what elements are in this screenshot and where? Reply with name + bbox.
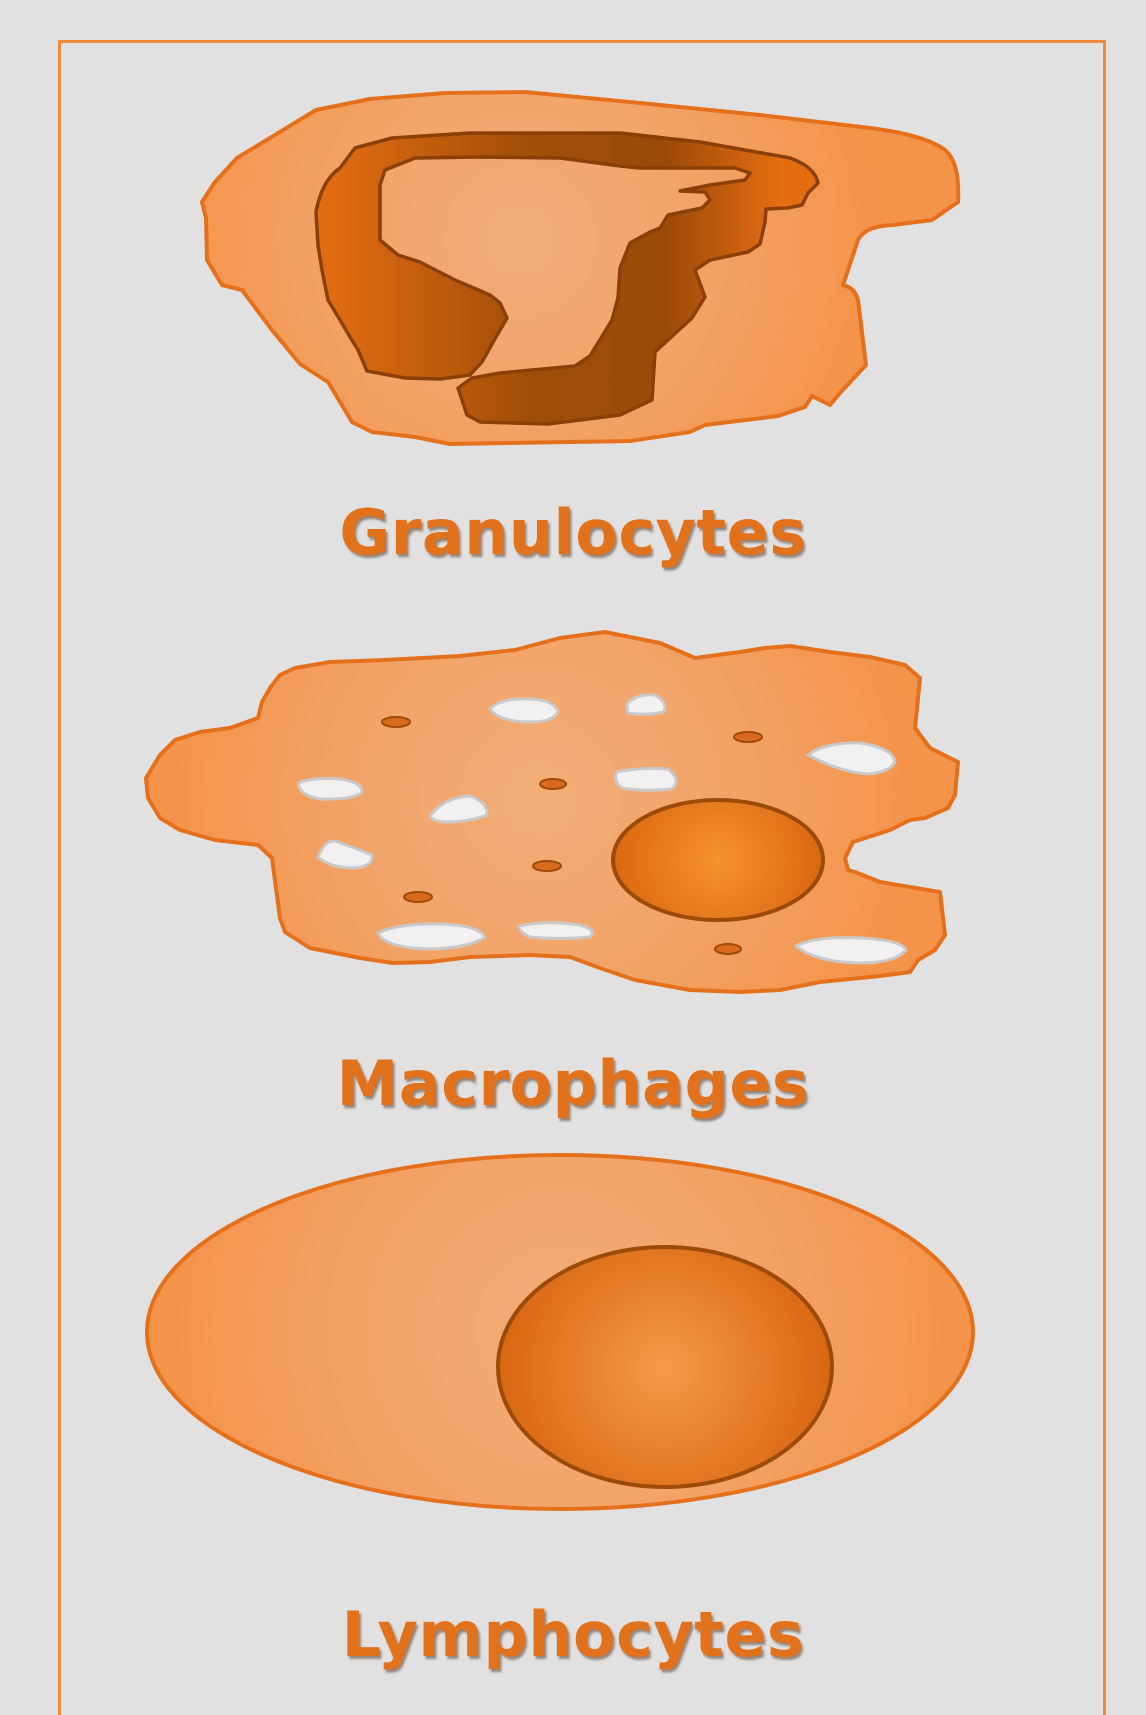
macrophage-nucleus (613, 800, 823, 920)
vacuole (615, 768, 676, 790)
vacuole (627, 695, 665, 715)
granulocytes-label: Granulocytes (0, 496, 1146, 569)
granule (404, 892, 432, 902)
lymphocytes-label: Lymphocytes (0, 1598, 1146, 1671)
vacuole (298, 779, 362, 800)
granulocyte-icon (0, 0, 1146, 470)
granule (533, 861, 561, 871)
granule (715, 944, 741, 954)
macrophage-icon (0, 610, 1146, 1010)
granule (540, 779, 566, 789)
granule (382, 717, 410, 727)
lymphocyte-icon (0, 1140, 1146, 1540)
lymphocyte-nucleus (498, 1247, 832, 1487)
granule (734, 732, 762, 742)
vacuole (378, 924, 485, 949)
vacuole (519, 923, 592, 939)
macrophages-label: Macrophages (0, 1047, 1146, 1120)
